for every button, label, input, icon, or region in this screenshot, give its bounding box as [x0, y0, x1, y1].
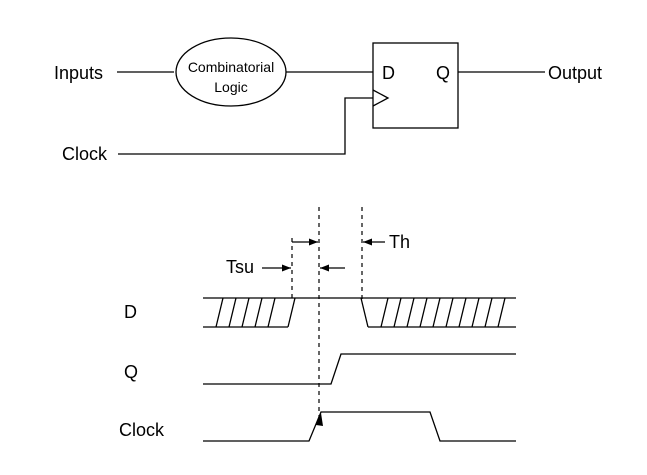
ff-d-label: D [382, 63, 395, 83]
d-hatch-stroke [432, 297, 441, 328]
clock-label: Clock [62, 144, 108, 164]
d-hatch-stroke [484, 297, 493, 328]
d-hatch-stroke [445, 297, 454, 328]
d-hatch-stroke [267, 297, 276, 328]
d-hatch-stroke [215, 297, 224, 328]
logic-label-line2: Logic [214, 79, 247, 95]
output-label: Output [548, 63, 602, 83]
circuit-schematic: Inputs Combinatorial Logic D Q Output Cl… [54, 37, 602, 164]
d-waveform [203, 297, 516, 328]
ff-q-label: Q [436, 63, 450, 83]
clock-triangle-icon [372, 89, 390, 107]
d-hatch-stroke [380, 297, 389, 328]
d-hatch-stroke [393, 297, 402, 328]
signal-clock-label: Clock [119, 420, 165, 440]
d-hatch-stroke [228, 297, 237, 328]
d-hatch-stroke [471, 297, 480, 328]
inputs-label: Inputs [54, 63, 103, 83]
tsu-label: Tsu [226, 257, 254, 277]
d-hatch-stroke [458, 297, 467, 328]
logic-label-line1: Combinatorial [188, 59, 274, 75]
clock-wire [118, 97, 373, 155]
clock-waveform [203, 411, 516, 442]
timing-waveforms: Tsu Th D Q Clock [119, 207, 516, 442]
d-hatch-stroke [241, 297, 250, 328]
clock-edge-arrow-icon [316, 413, 323, 426]
signal-d-label: D [124, 302, 137, 322]
d-hatch-stroke [254, 297, 263, 328]
d-hatch-stroke [497, 297, 506, 328]
q-waveform [203, 353, 516, 385]
d-hatch-stroke [419, 297, 428, 328]
signal-q-label: Q [124, 362, 138, 382]
d-hatch-stroke [406, 297, 415, 328]
flip-flop-box [372, 42, 459, 129]
th-label: Th [389, 232, 410, 252]
